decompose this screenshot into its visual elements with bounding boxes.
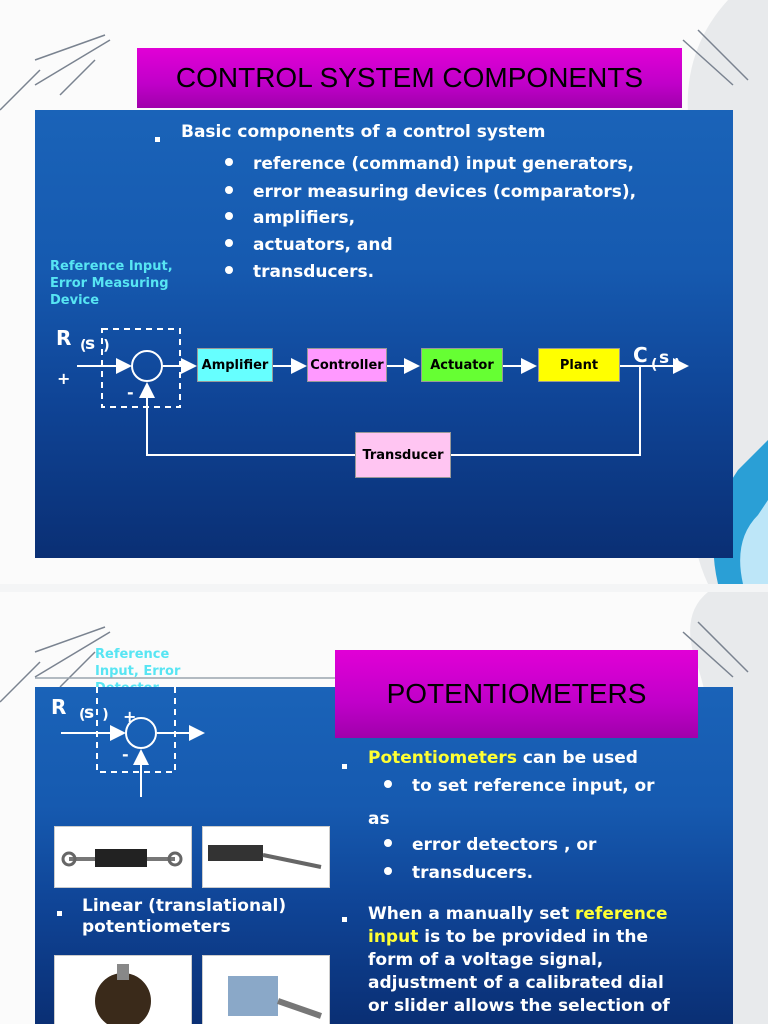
list-item-text: transducers.: [253, 262, 375, 282]
decorative-lines-left: [0, 34, 111, 111]
input-s-label: s: [84, 703, 95, 723]
actuator-block: Actuator: [421, 348, 503, 382]
bullet-dot: [225, 158, 233, 166]
highlight-term: Potentiometers: [368, 748, 517, 768]
slide-title: POTENTIOMETERS: [335, 650, 698, 738]
list-item: actuators, and: [225, 235, 393, 255]
list-item: amplifiers,: [225, 208, 355, 228]
potentiometers-intro: Potentiometers can be used: [368, 748, 638, 768]
plus-sign: +: [57, 369, 71, 388]
minus-sign: -: [127, 383, 134, 402]
linear-potentiometer-photo: [54, 826, 192, 888]
controller-block: Controller: [307, 348, 387, 382]
list-item: error measuring devices (comparators),: [225, 182, 636, 202]
annotation-line: Reference: [95, 647, 170, 662]
output-C-label: C: [633, 343, 648, 367]
amplifier-block: Amplifier: [197, 348, 273, 382]
error-detector-dashed-box: [101, 328, 181, 408]
input-R-label: R: [51, 695, 67, 719]
input-paren: ( ): [80, 338, 116, 354]
input-R-label: R: [56, 326, 72, 350]
heading: Basic components of a control system: [181, 122, 546, 142]
slide-potentiometers: Reference Input, Error Detector R s ( ) …: [0, 592, 768, 1024]
annotation-line: Reference Input,: [50, 259, 173, 274]
content-panel: R s ( ) + - Linear (translational) poten…: [35, 687, 733, 1024]
reference-input-paragraph: When a manually set reference input is t…: [368, 903, 670, 1018]
block-diagram: [77, 328, 689, 456]
list-item: reference (command) input generators,: [225, 154, 634, 174]
as-text: as: [368, 809, 390, 829]
annotation-line: Input, Error: [95, 664, 181, 679]
list-item-text: actuators, and: [253, 235, 393, 255]
square-bullet: [155, 137, 160, 142]
decorative-lines-left: [0, 626, 111, 703]
bullet-dot: [384, 867, 392, 875]
diagram-annotation: Reference Input, Error Detector: [95, 646, 180, 697]
list-item-text: transducers.: [412, 863, 534, 883]
plant-block: Plant: [538, 348, 620, 382]
linear-potentiometers-label: Linear (translational) potentiometers: [82, 896, 286, 938]
square-bullet: [342, 917, 347, 922]
annotation-line: Error Measuring: [50, 276, 169, 291]
diagram-annotation: Reference Input, Error Measuring Device: [50, 258, 173, 309]
output-paren: ( ): [651, 357, 687, 373]
paragraph-line: form of a voltage signal,: [368, 950, 604, 970]
minus-sign: -: [122, 745, 129, 764]
paragraph-text: is to be provided in the: [418, 927, 648, 947]
error-detector-diagram: [61, 687, 205, 797]
content-panel: Basic components of a control system ref…: [35, 110, 733, 558]
header-rule: [35, 677, 335, 679]
paragraph-line: or slider allows the selection of: [368, 996, 670, 1016]
square-bullet: [57, 911, 62, 916]
list-item-text: error measuring devices (comparators),: [253, 182, 637, 202]
transducer-block: Transducer: [355, 432, 451, 478]
linear-potentiometer-photo: [202, 826, 330, 888]
list-item: error detectors , or: [384, 835, 596, 855]
rotary-potentiometer-photo: [202, 955, 330, 1024]
paragraph-line: adjustment of a calibrated dial: [368, 973, 664, 993]
paragraph-text: When a manually set: [368, 904, 576, 924]
label-line: Linear (translational): [82, 896, 287, 916]
summing-junction: [131, 350, 163, 382]
bullet-dot: [225, 239, 233, 247]
input-s-label: s: [85, 334, 96, 354]
list-item: transducers.: [225, 262, 374, 282]
label-line: potentiometers: [82, 917, 231, 937]
list-item: transducers.: [384, 863, 533, 883]
annotation-line: Device: [50, 293, 100, 308]
list-item-text: amplifiers,: [253, 208, 356, 228]
highlight-term: input: [368, 927, 419, 947]
output-s-label: s: [659, 348, 670, 368]
list-item-text: reference (command) input generators,: [253, 154, 634, 174]
slide-title: CONTROL SYSTEM COMPONENTS: [137, 48, 682, 108]
input-paren: ( ): [79, 707, 115, 723]
bullet-dot: [384, 839, 392, 847]
intro-text: can be used: [516, 748, 638, 768]
slide-control-system-components: CONTROL SYSTEM COMPONENTS Basic componen…: [0, 0, 768, 584]
highlight-term: reference: [575, 904, 668, 924]
rotary-potentiometer-photo: [54, 955, 192, 1024]
bullet-dot: [225, 212, 233, 220]
list-item-text: error detectors , or: [412, 835, 597, 855]
bullet-dot: [225, 186, 233, 194]
list-item-text: to set reference input, or: [412, 776, 655, 796]
bullet-dot: [384, 780, 392, 788]
list-item: to set reference input, or: [384, 776, 655, 796]
plus-sign: +: [123, 707, 137, 726]
bullet-dot: [225, 266, 233, 274]
square-bullet: [342, 764, 347, 769]
